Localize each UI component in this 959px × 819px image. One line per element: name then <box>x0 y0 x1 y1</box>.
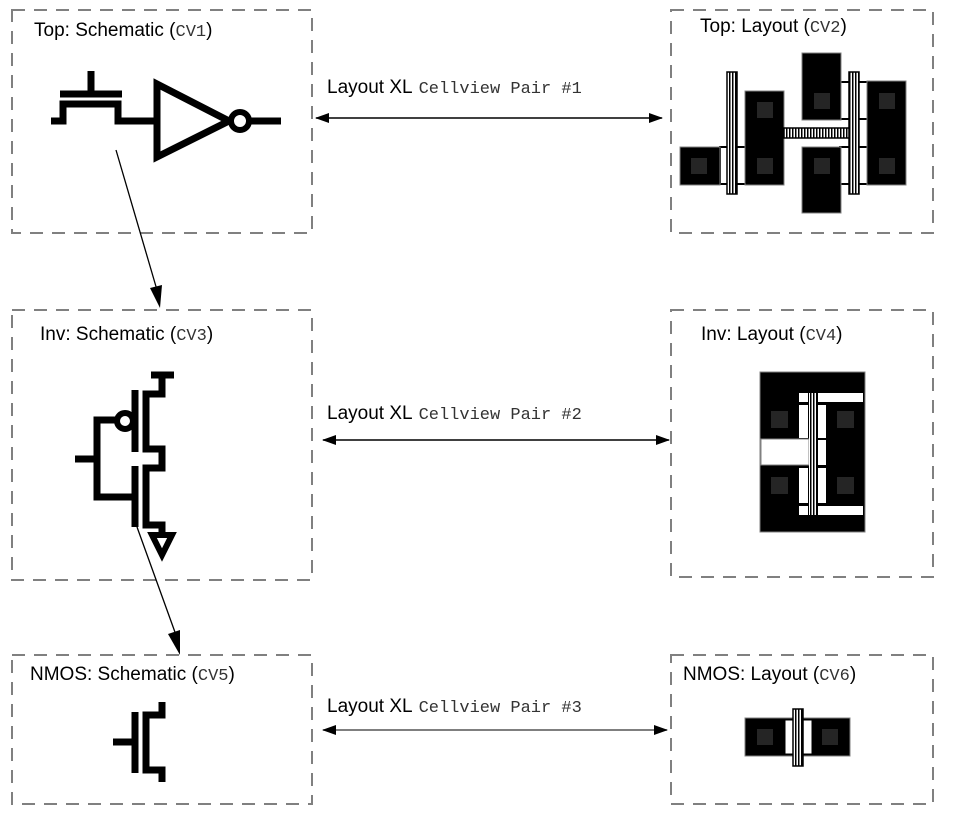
cellview-title: NMOS: Schematic (CV5) <box>30 664 235 686</box>
arrowhead-icon <box>168 630 180 655</box>
hierarchy-arrow-cv3-cv5 <box>136 526 180 655</box>
cellview-border <box>11 654 313 805</box>
hierarchy-arrow-cv1-cv3 <box>115 149 162 308</box>
layout-geometry <box>744 708 851 767</box>
cellview-box-cv5[interactable]: NMOS: Schematic (CV5) <box>11 654 313 805</box>
cellview-title: NMOS: Layout (CV6) <box>683 664 856 686</box>
cellview-title: Top: Schematic (CV1) <box>34 20 212 42</box>
cellview-title: Inv: Schematic (CV3) <box>40 324 213 346</box>
cellview-border <box>670 309 934 578</box>
nmos-symbol <box>113 702 166 782</box>
cellview-title: Top: Layout (CV2) <box>700 16 847 38</box>
inverter-symbol <box>153 78 281 163</box>
cellview-box-cv4[interactable]: Inv: Layout (CV4) <box>670 309 934 578</box>
layout-geometry <box>759 371 866 533</box>
cellview-border <box>670 654 934 805</box>
cellview-title: Inv: Layout (CV4) <box>701 324 843 346</box>
transistor-symbol <box>51 71 155 125</box>
cellview-box-cv1[interactable]: Top: Schematic (CV1) <box>11 9 313 234</box>
arrowhead-icon <box>150 285 162 308</box>
cellview-border <box>11 9 313 234</box>
layout-geometry <box>679 52 907 214</box>
cellview-box-cv2[interactable]: Top: Layout (CV2) <box>670 9 934 234</box>
cellview-box-cv3[interactable]: Inv: Schematic (CV3) <box>11 309 313 581</box>
cellview-box-cv6[interactable]: NMOS: Layout (CV6) <box>670 654 934 805</box>
inverter-transistor-schematic <box>75 371 177 562</box>
cellview-border <box>670 9 934 234</box>
